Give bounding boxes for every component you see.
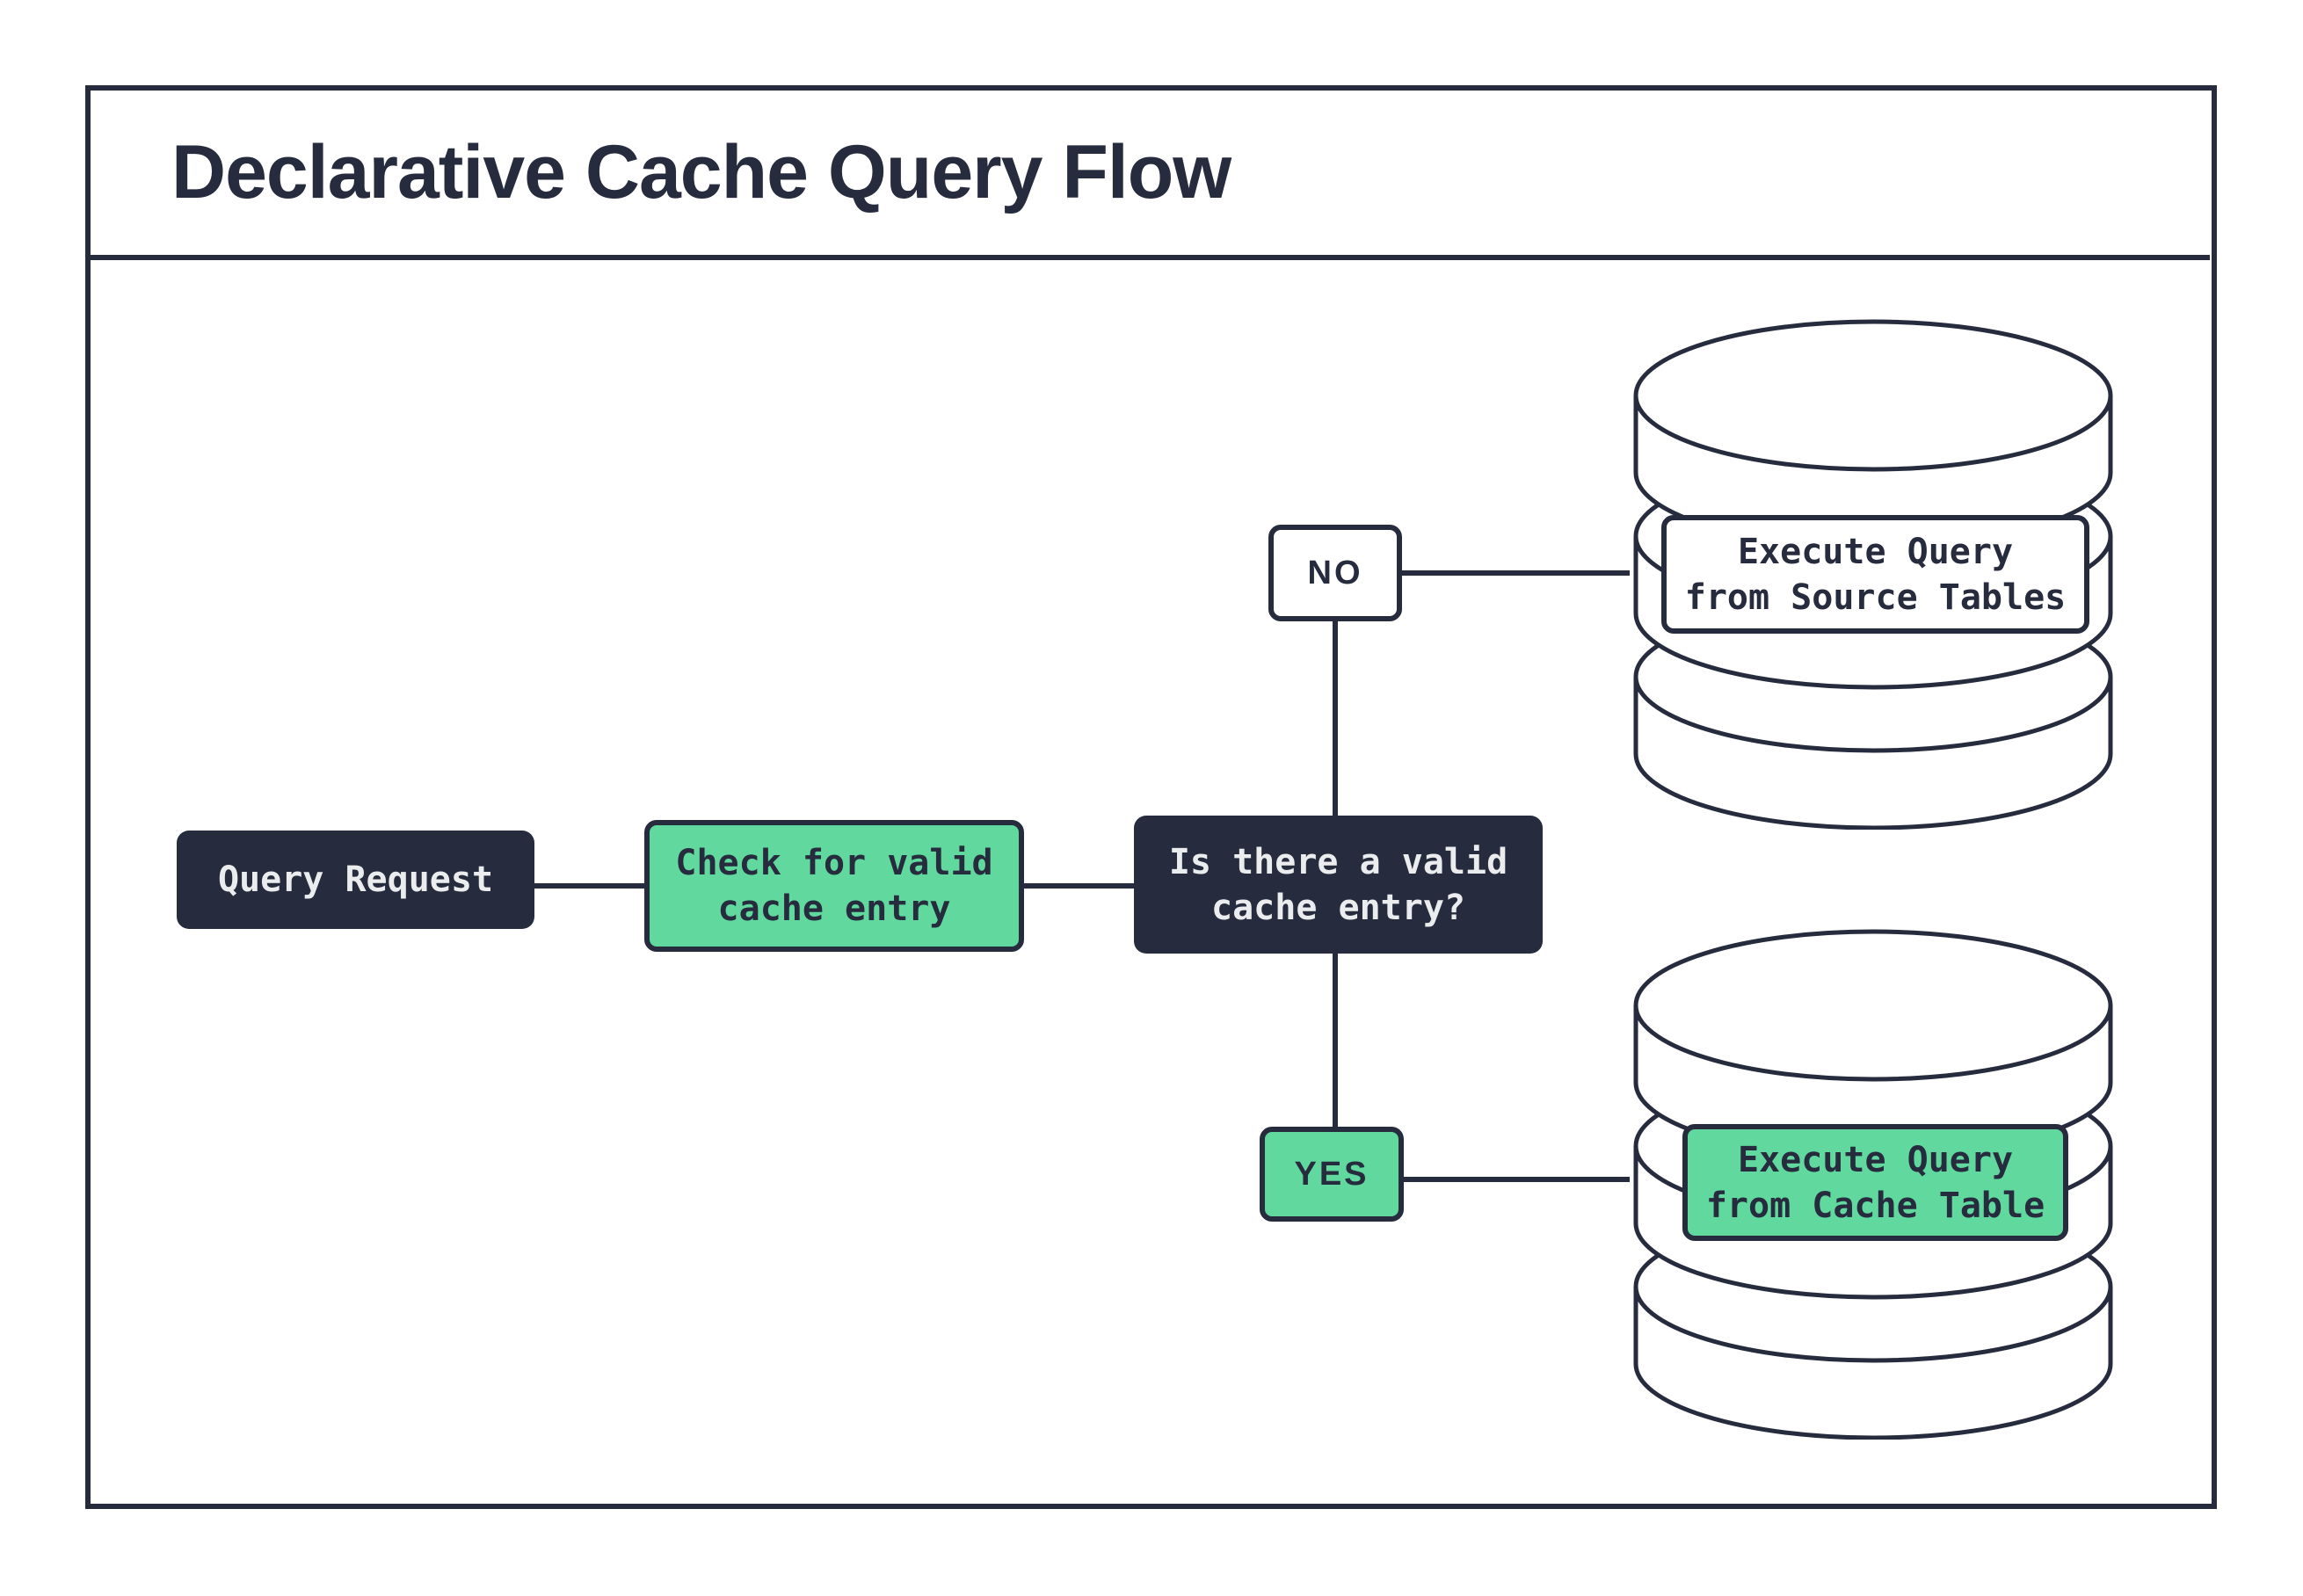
branch-label-yes: YES (1260, 1127, 1404, 1222)
source-database: Execute Query from Source Tables (1630, 318, 2117, 830)
edge-query-to-check (534, 883, 644, 889)
page-title: Declarative Cache Query Flow (171, 130, 1231, 214)
node-check-cache: Check for valid cache entry (644, 820, 1024, 952)
title-band: Declarative Cache Query Flow (91, 91, 2210, 260)
edge-check-to-decision (1024, 883, 1134, 889)
branch-label-no: NO (1268, 525, 1402, 621)
node-execute-query-source-tables: Execute Query from Source Tables (1661, 515, 2089, 634)
node-query-request: Query Request (177, 831, 534, 929)
node-decision-valid-cache: Is there a valid cache entry? (1134, 816, 1543, 954)
edge-decision-to-no (1333, 621, 1338, 816)
cache-database: Execute Query from Cache Table (1630, 928, 2117, 1440)
cache-database-cylinder-icon (1633, 929, 2113, 1440)
edge-decision-to-yes (1333, 954, 1338, 1127)
edge-yes-to-cache-db (1404, 1177, 1630, 1182)
node-execute-query-cache-table: Execute Query from Cache Table (1682, 1124, 2068, 1241)
edge-no-to-source-db (1402, 570, 1630, 576)
